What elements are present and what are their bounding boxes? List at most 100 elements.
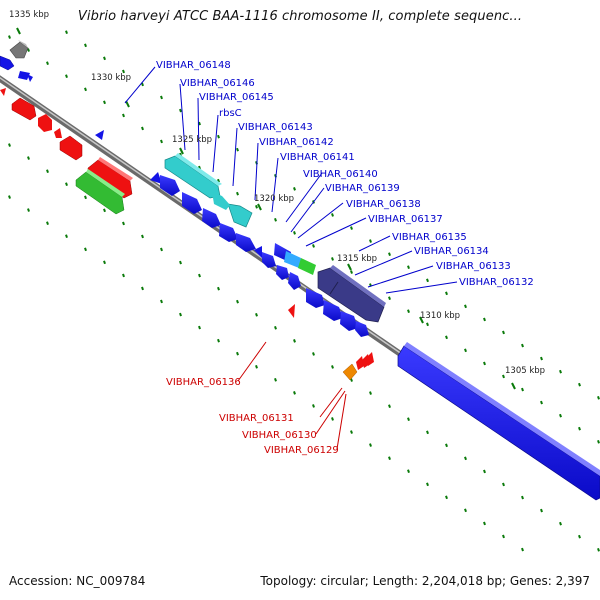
guide-dot bbox=[407, 309, 410, 314]
gene-label: VIBHAR_06131 bbox=[219, 413, 294, 424]
gene-label: VIBHAR_06132 bbox=[459, 277, 534, 288]
ruler-labels: 1335 kbp 1330 kbp 1325 kbp 1320 kbp 1315… bbox=[9, 10, 545, 376]
guide-dot bbox=[160, 95, 163, 100]
guide-dot bbox=[84, 195, 87, 200]
gene-label: VIBHAR_06134 bbox=[414, 246, 489, 257]
accession-text: Accession: NC_009784 bbox=[9, 574, 146, 588]
guide-dot bbox=[312, 352, 315, 356]
guide-dot bbox=[84, 87, 87, 92]
guide-dot bbox=[198, 121, 201, 126]
gene-label: VIBHAR_06141 bbox=[280, 152, 355, 163]
guide-dot bbox=[521, 547, 524, 552]
gene-label: VIBHAR_06140 bbox=[303, 169, 378, 180]
guide-dot bbox=[103, 100, 106, 105]
guide-dot bbox=[8, 143, 11, 147]
guide-dot bbox=[426, 322, 429, 327]
guide-dot bbox=[597, 439, 600, 444]
guide-dot bbox=[46, 221, 49, 225]
guide-dot bbox=[331, 417, 334, 421]
guide-dot bbox=[65, 234, 68, 239]
guide-dot bbox=[407, 469, 410, 474]
reverse-genes[interactable] bbox=[0, 88, 374, 381]
guide-dot bbox=[578, 382, 581, 387]
guide-dot bbox=[407, 265, 410, 270]
gene-label: VIBHAR_06133 bbox=[436, 261, 511, 272]
guide-dots bbox=[8, 30, 600, 552]
guide-dot bbox=[331, 365, 334, 369]
guide-dot bbox=[331, 257, 334, 261]
guide-dot bbox=[597, 547, 600, 552]
guide-dot bbox=[293, 339, 296, 343]
gene-label: VIBHAR_06130 bbox=[242, 430, 317, 441]
guide-dot bbox=[521, 343, 524, 348]
guide-dot bbox=[483, 469, 486, 474]
guide-dot bbox=[312, 404, 315, 408]
guide-dot bbox=[502, 330, 505, 335]
guide-dot bbox=[255, 312, 258, 317]
gene-label: rbsC bbox=[219, 108, 242, 119]
guide-dot bbox=[407, 417, 410, 422]
gene-label: VIBHAR_06138 bbox=[346, 199, 421, 210]
guide-dot bbox=[426, 430, 429, 435]
guide-dot bbox=[217, 178, 220, 183]
guide-dot bbox=[255, 204, 258, 209]
guide-dot bbox=[388, 456, 391, 460]
guide-dot bbox=[369, 239, 372, 243]
gene-label: VIBHAR_06142 bbox=[259, 137, 334, 148]
guide-dot bbox=[445, 335, 448, 340]
guide-dot bbox=[521, 387, 524, 392]
guide-dot bbox=[236, 299, 239, 304]
guide-dot bbox=[179, 260, 182, 265]
guide-dot bbox=[445, 443, 448, 448]
guide-dot bbox=[236, 351, 239, 356]
guide-dot bbox=[597, 395, 600, 400]
ruler-label: 1325 kbp bbox=[172, 135, 212, 145]
guide-dot bbox=[350, 430, 353, 434]
guide-dot bbox=[540, 400, 543, 405]
guide-dot bbox=[236, 147, 239, 152]
guide-dot bbox=[84, 43, 87, 48]
guide-dot bbox=[388, 404, 391, 408]
guide-dot bbox=[27, 208, 30, 212]
guide-dot bbox=[27, 156, 30, 160]
reverse-leader-lines bbox=[237, 341, 347, 450]
guide-dot bbox=[160, 139, 163, 144]
guide-dot bbox=[103, 208, 106, 213]
guide-dot bbox=[502, 534, 505, 539]
reverse-gene-labels[interactable]: VIBHAR_06136 VIBHAR_06131 VIBHAR_06130 V… bbox=[166, 377, 339, 456]
guide-dot bbox=[122, 221, 125, 226]
guide-dot bbox=[103, 56, 106, 61]
guide-dot bbox=[217, 134, 220, 139]
guide-dot bbox=[388, 252, 391, 256]
guide-dot bbox=[141, 82, 144, 87]
guide-dot bbox=[445, 495, 448, 500]
forward-gene-labels[interactable]: VIBHAR_06148 VIBHAR_06146 VIBHAR_06145 r… bbox=[156, 60, 534, 288]
ruler-label: 1330 kbp bbox=[91, 73, 131, 83]
gene-label: VIBHAR_06136 bbox=[166, 377, 241, 388]
guide-dot bbox=[84, 247, 87, 252]
forward-genes[interactable] bbox=[0, 40, 600, 501]
guide-dot bbox=[255, 364, 258, 369]
guide-dot bbox=[293, 231, 296, 235]
guide-dot bbox=[464, 456, 467, 461]
guide-dot bbox=[578, 426, 581, 431]
forward-leader-lines bbox=[124, 66, 458, 294]
guide-dot bbox=[274, 378, 277, 382]
guide-dot bbox=[274, 218, 277, 222]
guide-dot bbox=[559, 369, 562, 374]
guide-dot bbox=[217, 338, 220, 343]
guide-dot bbox=[483, 521, 486, 526]
guide-dot bbox=[369, 391, 372, 395]
guide-dot bbox=[141, 126, 144, 131]
guide-dot bbox=[521, 495, 524, 500]
guide-dot bbox=[141, 234, 144, 239]
guide-dot bbox=[65, 74, 68, 79]
gene-label: VIBHAR_06139 bbox=[325, 183, 400, 194]
gene-label: VIBHAR_06137 bbox=[368, 214, 443, 225]
guide-dot bbox=[388, 296, 391, 300]
topology-text: Topology: circular; Length: 2,204,018 bp… bbox=[260, 574, 590, 588]
ruler-label: 1335 kbp bbox=[9, 10, 49, 20]
guide-dot bbox=[122, 113, 125, 118]
guide-dot bbox=[426, 278, 429, 283]
